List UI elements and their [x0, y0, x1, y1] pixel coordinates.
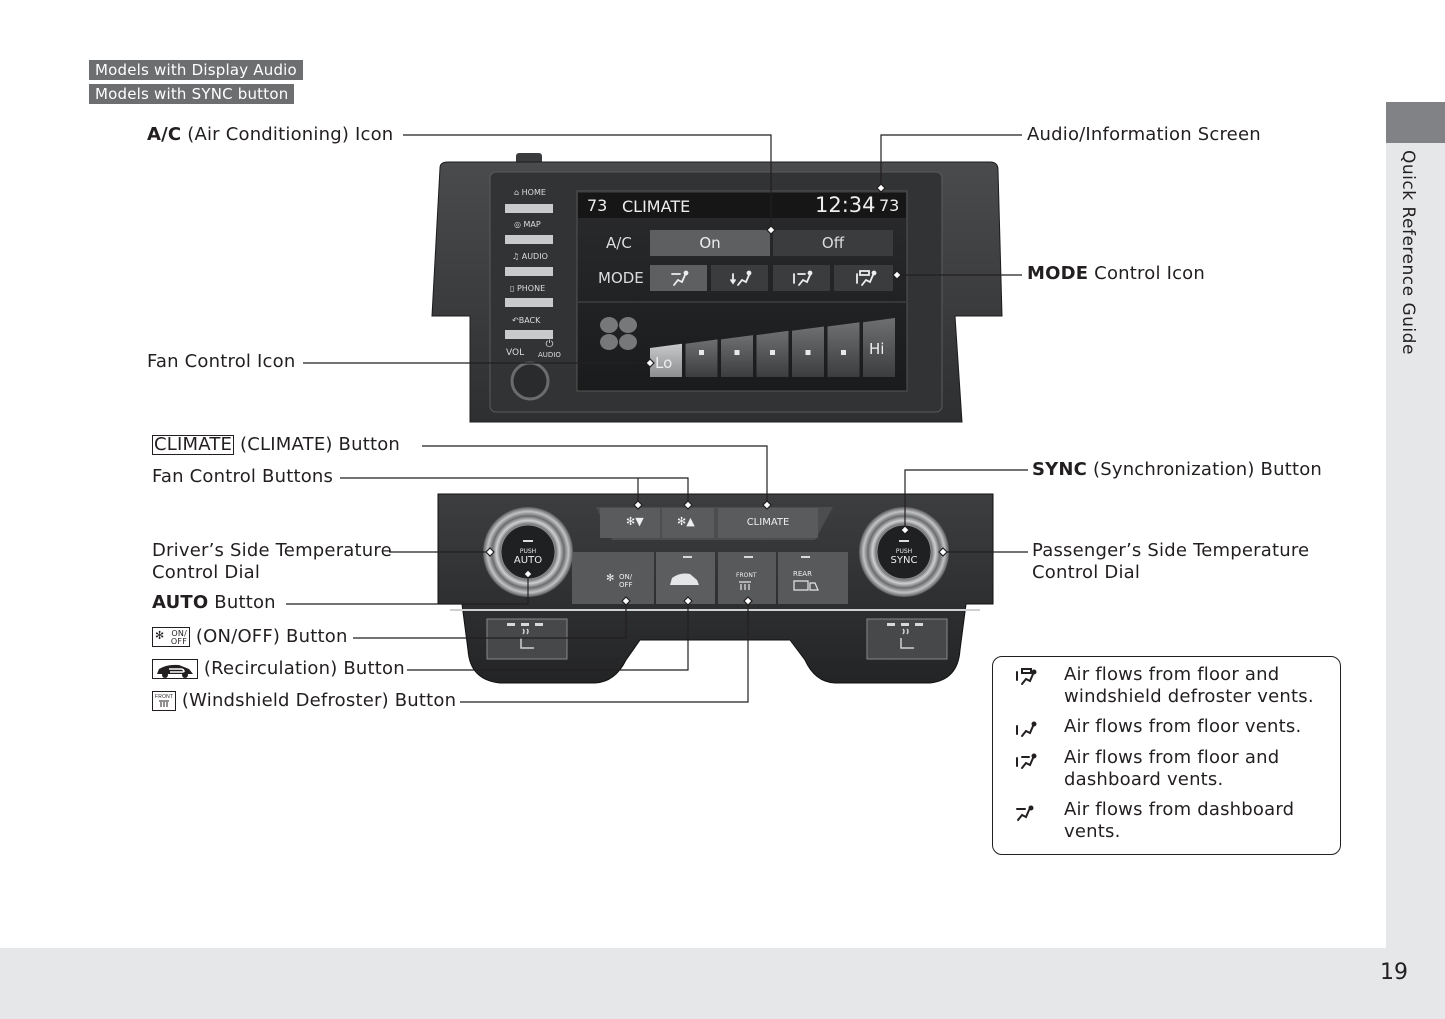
callout-fan-icon: Fan Control Icon [147, 351, 296, 372]
mode-label: MODE [598, 269, 644, 287]
fan-down-button[interactable]: ✻▼ [626, 515, 644, 528]
screen-temp-left: 73 [587, 196, 608, 215]
climate-button-symbol: CLIMATE [152, 434, 235, 455]
floor-dashboard-mode-icon [1016, 753, 1037, 769]
floor-mode-icon [1016, 721, 1037, 737]
callout-onoff-button: ✻ON/OFF (ON/OFF) Button [152, 626, 348, 648]
sync-button[interactable]: PUSH SYNC [890, 548, 918, 566]
recirculation-icon [670, 573, 699, 585]
fan-speed-dot [841, 350, 846, 355]
leader-diamonds [485, 183, 948, 606]
page-footer [0, 948, 1445, 1019]
callout-fan-buttons: Fan Control Buttons [152, 466, 334, 487]
side-button-column [505, 204, 553, 401]
section-label: Quick Reference Guide [1398, 150, 1418, 355]
recirculation-symbol-icon [152, 659, 198, 679]
defroster-symbol-icon: FRONT [152, 691, 176, 711]
screen-clock: 12:34 [815, 193, 876, 217]
callout-auto-button: AUTO Button [152, 592, 276, 613]
ac-label: A/C [606, 234, 632, 252]
section-tab [1386, 102, 1445, 948]
fan-speed-step[interactable] [827, 322, 860, 377]
screen-title: CLIMATE [622, 197, 691, 216]
callout-audio-screen: Audio/Information Screen [1027, 124, 1261, 145]
callout-mode-icon: MODE Control Icon [1027, 263, 1206, 284]
mode-button-floor[interactable] [730, 270, 752, 286]
front-defrost-icon [739, 581, 751, 590]
fan-icon: ✻ [606, 573, 615, 584]
fan-speed-dot [734, 350, 740, 355]
side-button-back[interactable]: ↶BACK [512, 316, 541, 325]
recirculation-button[interactable] [656, 552, 715, 604]
fan-speed-bars [650, 317, 895, 377]
svg-text:FRONT: FRONT [155, 694, 173, 700]
legend-item-floor: Air flows from floor vents. [1064, 716, 1302, 737]
phone-icon: ▯ [510, 284, 515, 293]
fan-speed-step[interactable] [685, 339, 718, 377]
rear-defrost-button[interactable]: REAR [793, 570, 812, 578]
fan-icon: ✻ [626, 515, 636, 528]
power-audio-button[interactable]: ⏻AUDIO [538, 339, 561, 360]
onoff-symbol-icon: ✻ON/OFF [152, 627, 190, 647]
seat-heater-left-icon [520, 628, 534, 649]
callout-ac-icon: A/C (Air Conditioning) Icon [147, 124, 394, 145]
callout-climate-button: CLIMATE (CLIMATE) Button [152, 434, 401, 455]
ac-off-button[interactable]: Off [821, 234, 845, 252]
callout-sync-button: SYNC (Synchronization) Button [1032, 459, 1323, 480]
fan-speed-step[interactable] [721, 335, 753, 377]
seat-heater-right-icon [900, 628, 914, 649]
mode-button-floor-dashboard[interactable] [793, 270, 813, 286]
back-arrow-icon: ↶ [512, 316, 519, 325]
auto-button[interactable]: PUSH AUTO [513, 548, 543, 566]
callout-defrost-button: FRONT (Windshield Defroster) Button [152, 690, 456, 712]
side-button-audio[interactable]: ♫ AUDIO [512, 252, 548, 261]
mode-button-dashboard[interactable] [671, 270, 689, 286]
side-button-map[interactable]: ◎ MAP [514, 220, 541, 229]
section-tab-marker [1386, 102, 1445, 143]
music-note-icon: ♫ [512, 252, 520, 261]
climate-control-panel [437, 493, 994, 684]
fan-speed-step[interactable] [650, 343, 682, 377]
onoff-button[interactable]: ✻ ON/ OFF [606, 573, 633, 589]
ac-on-button[interactable]: On [699, 234, 721, 252]
front-defrost-button[interactable]: FRONT [736, 572, 757, 579]
vol-label: VOL [506, 348, 525, 358]
map-icon: ◎ [514, 220, 521, 229]
rear-defrost-icon [793, 580, 819, 591]
models-tag-display-audio: Models with Display Audio [89, 60, 303, 80]
page-number: 19 [1380, 960, 1408, 985]
side-button-phone[interactable]: ▯ PHONE [510, 284, 546, 293]
fan-speed-step[interactable] [863, 317, 895, 377]
fan-up-button[interactable]: ✻▲ [677, 515, 695, 528]
home-icon: ⌂ [514, 188, 520, 197]
fan-speed-dot [805, 350, 811, 355]
screen-temp-right: 73 [879, 196, 900, 215]
fan-lo-label: Lo [655, 354, 673, 372]
mode-button-floor-defrost[interactable] [856, 270, 877, 286]
models-tag-sync-button: Models with SYNC button [89, 84, 295, 104]
fan-icon: ✻ [677, 515, 687, 528]
fan-speed-dot [770, 350, 775, 355]
climate-button[interactable]: CLIMATE [746, 517, 790, 528]
fan-icon [600, 317, 637, 350]
dashboard-mode-icon [1016, 805, 1034, 821]
leader-lines [286, 134, 1028, 703]
mode-legend-box [992, 656, 1341, 855]
power-icon: ⏻ [545, 339, 554, 350]
callout-recirc-button: (Recirculation) Button [152, 658, 405, 680]
fan-speed-dot [699, 350, 704, 355]
fan-hi-label: Hi [869, 340, 885, 358]
floor-defrost-mode-icon [1016, 668, 1037, 685]
side-button-home[interactable]: ⌂ HOME [514, 188, 546, 197]
